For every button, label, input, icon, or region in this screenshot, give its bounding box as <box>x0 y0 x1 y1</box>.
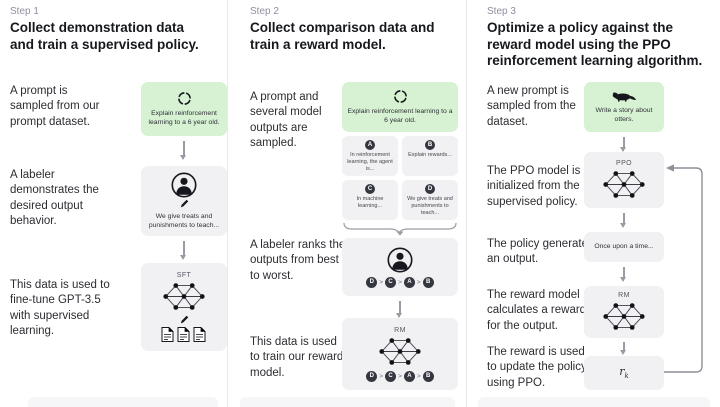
output-cell-a: A In reinforcement learning, the agent i… <box>342 136 398 176</box>
arrow-down <box>180 241 186 260</box>
step2-prompt-box: Explain reinforcement learning to a 6 ye… <box>342 82 458 132</box>
step1-caption-finetune: This data is used to fine-tune GPT-3.5 w… <box>10 279 110 337</box>
step1-caption-prompt: A prompt is sampled from our prompt data… <box>10 85 100 128</box>
arrow-down <box>620 267 626 282</box>
rm-model-label: RM <box>394 326 406 334</box>
step3-caption-reward: The reward model calculates a reward for… <box>487 289 587 332</box>
step1-label: Step 1 <box>10 6 39 17</box>
step2-prompt-text: Explain reinforcement learning to a 6 ye… <box>347 107 453 124</box>
step3-caption-init: The PPO model is initialized from the su… <box>487 165 581 208</box>
output-text: Explain rewards... <box>408 152 452 158</box>
column-divider-1 <box>227 0 228 407</box>
brace-down-icon <box>343 222 457 236</box>
step3-label: Step 3 <box>487 6 516 17</box>
output-text: We give treats and punishments to teach.… <box>407 196 453 217</box>
step2-caption-sampled: A prompt and several model outputs are s… <box>250 91 322 149</box>
output-letter-badge: B <box>425 140 435 150</box>
rank-badge: C <box>385 370 397 382</box>
sft-model-label: SFT <box>176 271 192 279</box>
step1-prompt-text: Explain reinforcement learning to a 6 ye… <box>148 109 220 126</box>
arrow-down <box>180 141 186 160</box>
arrow-down <box>620 137 626 152</box>
ranking-row: D > C > A > B <box>366 370 434 382</box>
arrow-down <box>620 213 626 228</box>
sft-network-icon <box>162 281 206 312</box>
output-letter-badge: A <box>365 140 375 150</box>
rank-badge: D <box>366 370 378 382</box>
rank-badge: C <box>385 276 397 288</box>
output-letter-badge: D <box>425 184 435 194</box>
step2-rm-box: RM D > C > A > B <box>342 318 458 390</box>
step2-caption-rank: A labeler ranks the outputs from best to… <box>250 239 346 282</box>
step3-output-text: Once upon a time... <box>594 243 654 251</box>
rank-badge: B <box>422 276 434 288</box>
step1-title: Collect demonstration data and train a s… <box>10 20 199 52</box>
rank-badge: A <box>403 370 415 382</box>
labeler-person-icon <box>387 246 413 273</box>
output-cell-d: D We give treats and punishments to teac… <box>402 180 458 220</box>
pencil-icon <box>179 198 190 209</box>
step3-caption-output: The policy generates an output. <box>487 238 594 266</box>
output-cell-c: C In machine learning... <box>342 180 398 220</box>
rank-separator: > <box>398 372 402 380</box>
cutoff-card <box>240 397 455 407</box>
output-text: In machine learning... <box>356 196 384 210</box>
output-letter-badge: C <box>365 184 375 194</box>
ranking-row: D > C > A > B <box>366 276 434 288</box>
step3-output-box: Once upon a time... <box>584 232 664 262</box>
rm-network-icon <box>602 301 646 332</box>
cutoff-card <box>478 397 710 407</box>
output-text: In reinforcement learning, the agent is.… <box>347 152 393 173</box>
rm-model-label: RM <box>618 292 630 299</box>
arrow-down <box>620 342 626 355</box>
rank-separator: > <box>398 278 402 286</box>
pencil-icon <box>179 314 190 325</box>
ppo-model-label: PPO <box>616 160 632 167</box>
rank-badge: B <box>422 370 434 382</box>
step3-rm-box: RM <box>584 286 664 338</box>
step2-caption-train: This data is used to train our reward mo… <box>250 336 344 379</box>
arrow-down <box>396 301 402 318</box>
step1-demonstration-text: We give treats and punishments to teach.… <box>148 212 220 229</box>
reward-value: rk <box>619 365 629 381</box>
cutoff-card <box>28 397 218 407</box>
step3-ppo-box: PPO <box>584 152 664 208</box>
cycle-icon <box>393 89 408 104</box>
column-divider-2 <box>466 0 467 407</box>
step2-title: Collect comparison data and train a rewa… <box>250 20 435 52</box>
step1-caption-labeler: A labeler demonstrates the desired outpu… <box>10 169 99 227</box>
rm-network-icon <box>378 336 422 367</box>
step1-sft-box: SFT <box>141 263 227 351</box>
step2-labeler-box: D > C > A > B <box>342 238 458 296</box>
output-cell-b: B Explain rewards... <box>402 136 458 176</box>
step3-prompt-box: Write a story about otters. <box>584 82 664 132</box>
rank-badge: D <box>366 276 378 288</box>
step3-title: Optimize a policy against the reward mod… <box>487 20 703 69</box>
feedback-loop-arrow <box>664 164 703 373</box>
step3-prompt-text: Write a story about otters. <box>595 106 653 123</box>
step3-caption-update: The reward is used to update the policy … <box>487 346 587 389</box>
rank-separator: > <box>379 372 384 380</box>
rank-badge: A <box>403 276 415 288</box>
documents-icon <box>161 326 207 343</box>
rank-separator: > <box>416 278 421 286</box>
cycle-icon <box>177 91 192 106</box>
rank-separator: > <box>416 372 421 380</box>
step1-labeler-box: We give treats and punishments to teach.… <box>141 166 227 236</box>
step2-label: Step 2 <box>250 6 279 17</box>
step3-caption-prompt: A new prompt is sampled from the dataset… <box>487 85 576 128</box>
step3-reward-box: rk <box>584 356 664 390</box>
otter-icon <box>611 90 637 103</box>
labeler-person-icon <box>171 172 197 198</box>
step1-prompt-box: Explain reinforcement learning to a 6 ye… <box>141 82 227 136</box>
ppo-network-icon <box>602 169 646 200</box>
rank-separator: > <box>379 278 384 286</box>
